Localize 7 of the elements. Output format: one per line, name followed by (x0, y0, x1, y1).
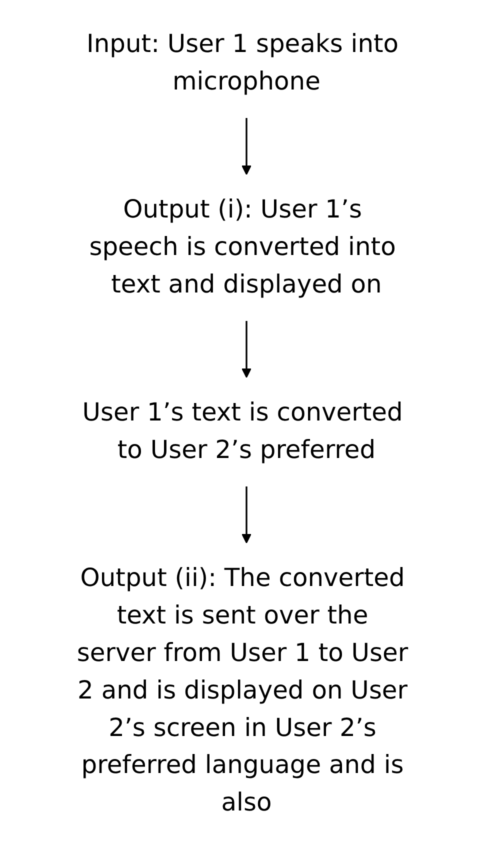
node-text: Output (ii): The converted text is sent over the server from User 1 to User 2 and is displayed on User 2’s screen in User 2’s preferred language and is also (76, 564, 408, 818)
node-text: Input: User 1 speaks into microphone (86, 30, 399, 96)
arrow (242, 320, 252, 378)
arrow (242, 486, 252, 544)
node-text: User 1’s text is converted to User 2’s preferred (82, 399, 403, 465)
node-text: Output (i): User 1’s speech is converted into text and displayed on (89, 196, 396, 300)
arrow (242, 118, 252, 176)
